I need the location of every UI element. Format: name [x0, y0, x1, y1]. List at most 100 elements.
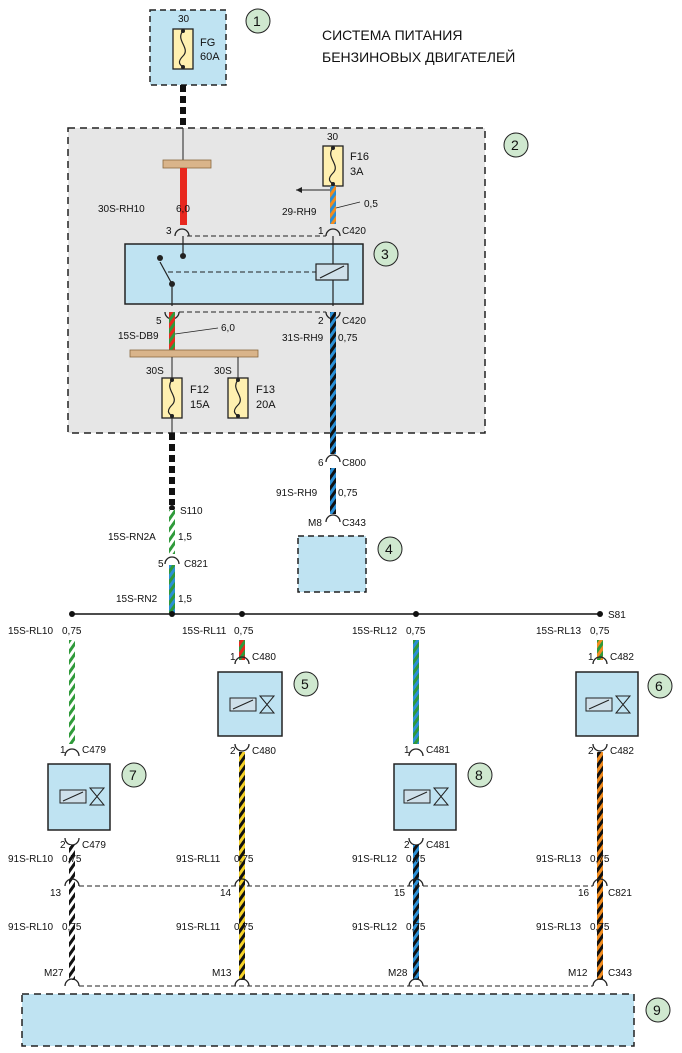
connector-c821-pin5-number: 5: [158, 559, 164, 570]
svg-text:5: 5: [301, 676, 309, 692]
branch3-conn-in-icon: [408, 748, 424, 757]
branch4-in-gauge: 0,75: [590, 626, 610, 637]
connector-c800: [325, 454, 341, 463]
valve-6-icon: [585, 695, 632, 714]
valve-5-icon: [229, 695, 276, 714]
branch4-c821-pin: 16: [578, 888, 590, 899]
wire-rh9-91: [330, 468, 336, 514]
busbar-bottom: [129, 349, 259, 358]
splice-s110-label: S110: [180, 506, 203, 517]
bus-node-2: [239, 611, 245, 617]
wire-rh9-circuit: 29-RH9: [282, 207, 317, 218]
fuse-f12-terminal: 30S: [146, 366, 164, 377]
splice-s110: [169, 505, 175, 511]
fuse-f12-icon: [161, 377, 183, 419]
branch3-out-gauge: 0,75: [406, 854, 426, 865]
svg-text:2: 2: [511, 137, 519, 153]
branch3-conn-in: C481: [426, 745, 450, 756]
branch1-wire-out: [69, 845, 75, 980]
branch1-c821-pin: 13: [50, 888, 62, 899]
branch2-out2-circuit: 91S-RL11: [176, 922, 221, 933]
connector-c420-label-bottom: C420: [342, 316, 366, 327]
callout-3: 3: [373, 241, 399, 267]
svg-text:4: 4: [385, 541, 393, 557]
wire-rn2a-gauge: 1,5: [178, 532, 192, 543]
connector-c420-pin1: [325, 228, 341, 237]
callout-4: 4: [377, 536, 403, 562]
splice-s81-label: S81: [608, 610, 626, 621]
bus-node-1: [69, 611, 75, 617]
branch4-conn-in-icon: [592, 656, 608, 665]
bus-node-4: [597, 611, 603, 617]
callout-8: 8: [467, 762, 493, 788]
branch3-out2-circuit: 91S-RL12: [352, 922, 397, 933]
svg-text:1: 1: [253, 13, 261, 29]
callout-7: 7: [121, 762, 147, 788]
branch3-ecu-pin: M28: [388, 968, 408, 979]
branch4-out-gauge: 0,75: [590, 854, 610, 865]
wire-rh10-circuit: 30S-RH10: [98, 204, 145, 215]
wire-rh9-leader: [335, 201, 361, 209]
branch2-in-gauge: 0,75: [234, 626, 254, 637]
branch1-pin-in: 1: [60, 745, 66, 756]
branch1-out-gauge: 0,75: [62, 854, 82, 865]
fuse-f16-terminal: 30: [327, 132, 339, 143]
branch3-in-circuit: 15S-RL12: [352, 626, 397, 637]
diagram-title-line2: БЕНЗИНОВЫХ ДВИГАТЕЛЕЙ: [322, 48, 515, 65]
valve-8-icon: [403, 787, 450, 806]
branch3-conn-out-icon: [408, 837, 424, 846]
fuse-f12-rating: 15A: [190, 399, 210, 411]
callout-5: 5: [293, 671, 319, 697]
wire-rh10-gauge: 6,0: [176, 204, 190, 215]
fuse-f13-terminal: 30S: [214, 366, 232, 377]
branch2-conn-in-icon: [234, 656, 250, 665]
fuse-fg-icon: [172, 28, 194, 70]
callout-9: 9: [645, 997, 671, 1023]
callout-6: 6: [647, 673, 673, 699]
wire-db9-pin: 5: [156, 316, 162, 327]
branch1-out2-gauge: 0,75: [62, 922, 82, 933]
branch2-out-gauge: 0,75: [234, 854, 254, 865]
branch2-pin-in: 1: [230, 652, 236, 663]
wire-rh9-external: [330, 382, 336, 454]
fuse-f16-name: F16: [350, 151, 369, 163]
connector-c821-pin5-label: C821: [184, 559, 208, 570]
bus-node-3: [413, 611, 419, 617]
branch4-wire-out: [597, 752, 603, 980]
branch2-conn-out-icon: [234, 743, 250, 752]
branch1-in-gauge: 0,75: [62, 626, 82, 637]
branch1-conn-in-icon: [64, 748, 80, 757]
fuse-f13-rating: 20A: [256, 399, 276, 411]
branch2-in-circuit: 15S-RL11: [182, 626, 227, 637]
wire-rn2a-circuit: 15S-RN2A: [108, 532, 156, 543]
wire-rh10-pin: 3: [166, 226, 172, 237]
branch3-pin-in: 1: [404, 745, 410, 756]
connector-c821-label: C821: [608, 888, 632, 899]
branch2-out2-gauge: 0,75: [234, 922, 254, 933]
callout-1: 1: [245, 8, 271, 34]
callout-2: 2: [503, 132, 529, 158]
branch1-ecu-pin: M27: [44, 968, 64, 979]
branch1-pin-out: 2: [60, 840, 66, 851]
branch4-conn-out: C482: [610, 746, 634, 757]
svg-text:3: 3: [381, 246, 389, 262]
branch3-wire-out: [413, 845, 419, 980]
fuse-f13-icon: [227, 377, 249, 419]
branch4-conn-in: C482: [610, 652, 634, 663]
branch4-conn-out-icon: [592, 743, 608, 752]
svg-text:6: 6: [655, 678, 663, 694]
wire-db9-leader: [174, 327, 219, 335]
svg-text:9: 9: [653, 1002, 661, 1018]
wire-rn2: [169, 565, 175, 613]
branch1-out2-circuit: 91S-RL10: [8, 922, 53, 933]
branch3-out-circuit: 91S-RL12: [352, 854, 397, 865]
branch1-conn-out: C479: [82, 840, 106, 851]
branch2-conn-out: C480: [252, 746, 276, 757]
branch3-wire-in: [413, 640, 419, 744]
branch3-c821-pin: 15: [394, 888, 406, 899]
wire-rh10: [180, 168, 187, 225]
svg-text:8: 8: [475, 767, 483, 783]
wire-rh9-91-circuit: 91S-RH9: [276, 488, 318, 499]
branch4-out-circuit: 91S-RL13: [536, 854, 581, 865]
connector-c800-pin: 6: [318, 458, 324, 469]
